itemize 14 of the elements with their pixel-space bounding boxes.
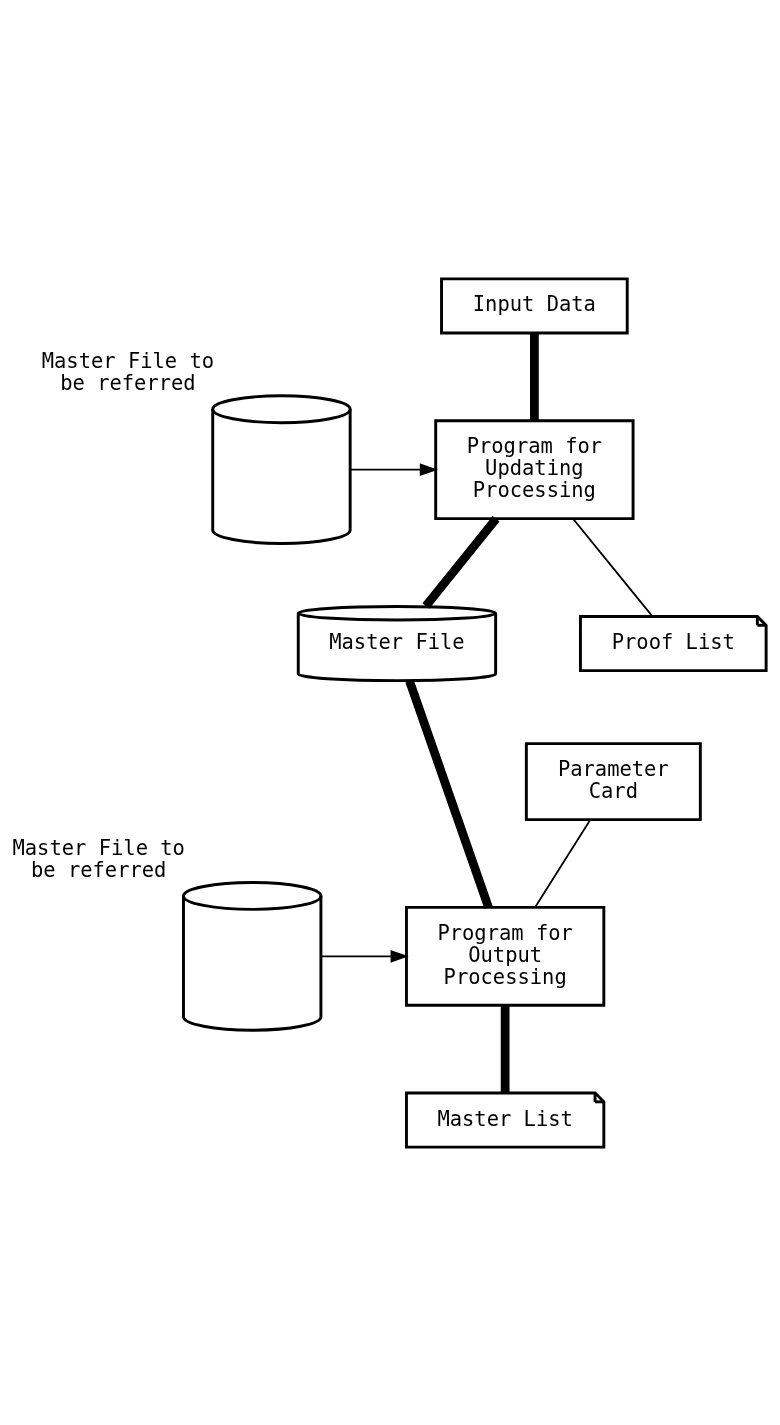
node-label: Master File to be referred: [41, 348, 215, 395]
node-box: Program for Output Processing: [405, 905, 606, 1007]
connector: [500, 1005, 510, 1093]
arrow: [320, 949, 409, 963]
node-box: Input Data: [440, 276, 629, 334]
node-box: Parameter Card: [524, 741, 702, 821]
connector: [530, 332, 539, 420]
node-label: Master File to be referred: [12, 835, 185, 882]
node-box: Program for Updating Processing: [434, 418, 635, 520]
connector: [422, 515, 500, 609]
connector: [405, 679, 493, 909]
connector: [534, 818, 591, 908]
arrow: [349, 462, 438, 476]
connector: [572, 517, 654, 617]
